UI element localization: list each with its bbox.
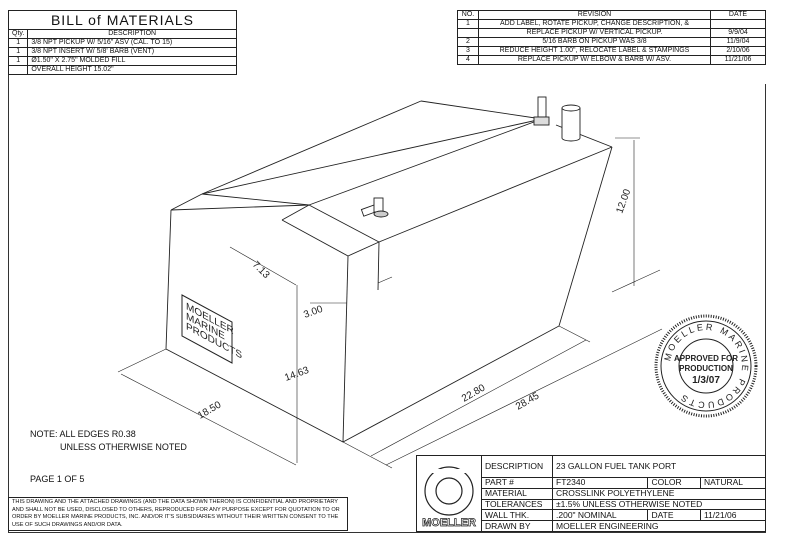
date-label: DATE [647,509,701,522]
dimension-labels: 12.00 7.13 3.00 14.63 18.50 22.80 28.45 [196,187,634,421]
tolerances-value: ±1.5% UNLESS OTHERWISE NOTED [552,498,766,511]
moeller-logo-icon: MOELLER [422,466,476,529]
color-label: COLOR [647,477,701,489]
pickup-fitting [533,96,550,126]
color-value: NATURAL [699,477,767,489]
stamp-production: PRODUCTION [679,364,733,373]
frame-left-border [8,10,9,532]
dim-height-12: 12.00 [614,187,633,215]
fill-neck [561,104,581,142]
confidentiality-notice: THIS DRAWING AND THE ATTACHED DRAWINGS (… [8,497,348,531]
stamp-date: 1/3/07 [692,375,720,386]
part-label: PART # [481,477,553,489]
date-value: 11/21/06 [699,509,767,522]
dim-3-00: 3.00 [302,304,324,321]
bom-title: BILL of MATERIALS [8,10,237,30]
label-plate: MOELLER MARINE PRODUCTS [181,294,242,364]
title-block: MOELLER DESCRIPTION 23 GALLON FUEL TANK … [416,455,767,532]
drawn-by-value: MOELLER ENGINEERING [552,520,766,532]
dim-width-18-50: 18.50 [196,399,224,421]
dim-length-22-80: 22.80 [460,382,488,404]
rev-date: 11/21/06 [710,55,766,65]
logo-text: MOELLER [422,517,476,529]
vent-elbow-fitting [360,197,389,218]
part-value: FT2340 [551,477,649,489]
wall-thickness-label: WALL THK. [481,509,553,522]
approval-stamp: MOELLER MARINE PRODUCTS APPROVED FOR PRO… [654,314,758,418]
note-unless: UNLESS OTHERWISE NOTED [60,442,187,452]
bom-row: OVERALL HEIGHT 15.02" [7,65,237,75]
drawn-by-label: DRAWN BY [481,520,553,532]
dimension-lines [117,137,663,469]
description-value: 23 GALLON FUEL TANK PORT [552,455,766,478]
dim-length-28-45: 28.45 [514,390,542,412]
tolerances-label: TOLERANCES [481,498,553,511]
dim-7-13: 7.13 [250,259,272,281]
page-number: PAGE 1 OF 5 [30,474,85,484]
stamp-approved: APPROVED FOR [674,354,738,363]
frame-right-border [765,84,766,455]
material-label: MATERIAL [481,487,553,500]
moeller-logo: MOELLER [416,455,482,532]
bom-desc: OVERALL HEIGHT 15.02" [27,65,237,75]
wall-thickness-value: .200" NOMINAL [551,509,649,522]
bom-qty [7,65,29,75]
description-label: DESCRIPTION [481,455,553,478]
note-edges: NOTE: ALL EDGES R0.38 [30,429,136,439]
material-value: CROSSLINK POLYETHYLENE [552,487,766,500]
tank-outline [165,100,613,443]
frame-bottom-border [8,532,766,533]
